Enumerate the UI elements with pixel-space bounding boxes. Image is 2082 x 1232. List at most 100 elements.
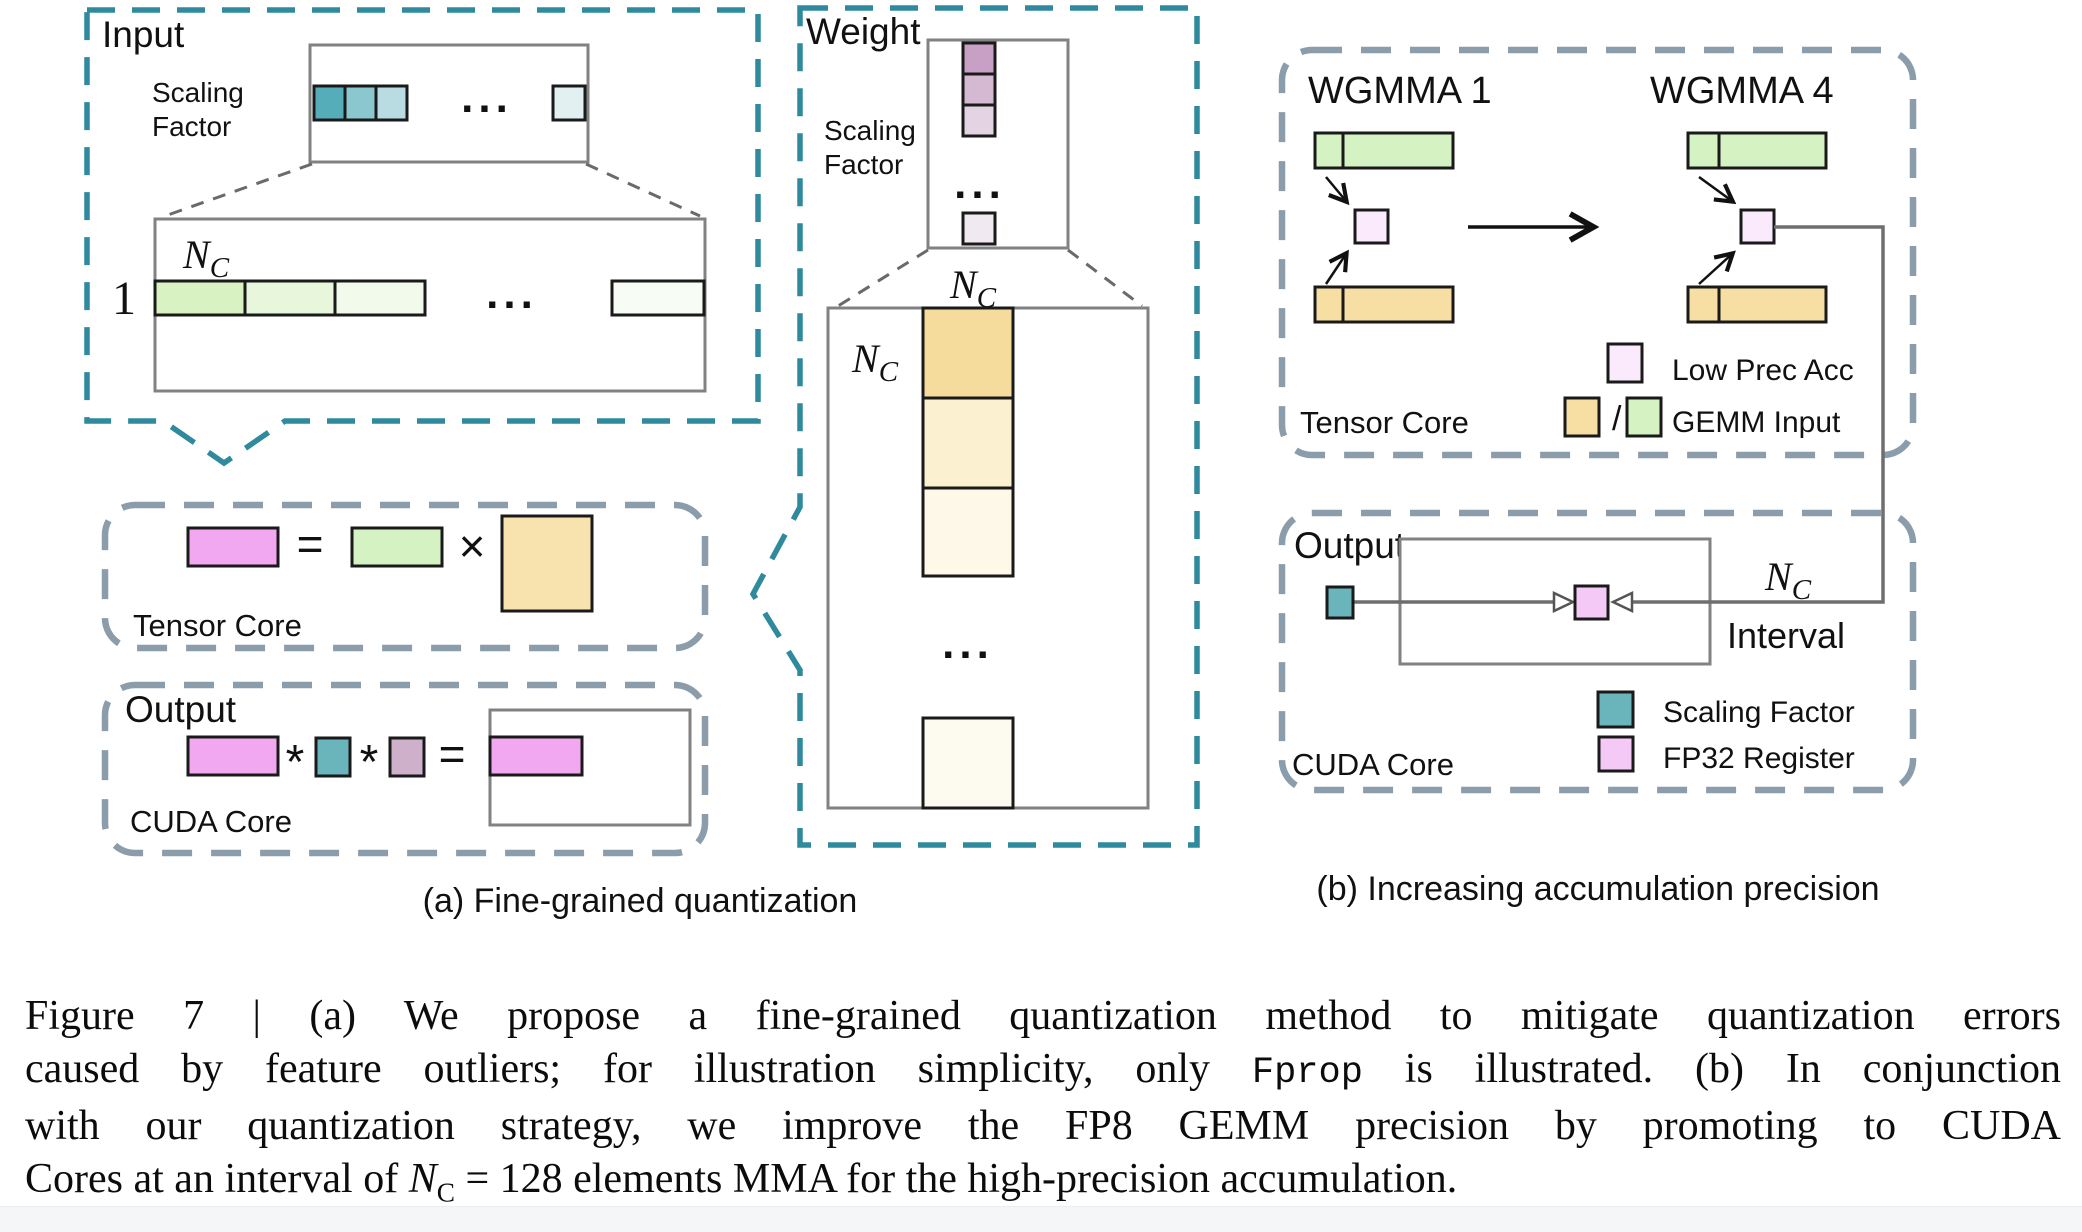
output-star-2: * [360, 736, 379, 789]
input-zoom-connector-left [164, 162, 313, 218]
input-row-ellipsis: ... [486, 269, 538, 318]
weight-scaling-cell-2 [961, 72, 997, 107]
wgmma1-label: WGMMA 1 [1308, 70, 1492, 112]
wgmma4-label: WGMMA 4 [1650, 70, 1834, 112]
scaling-factor-square [1325, 585, 1355, 620]
input-dashed-border [84, 7, 761, 467]
figure-caption: Figure 7 | (a) We propose a fine-grained… [25, 990, 2061, 1219]
legend-gemm-yellow-swatch [1563, 396, 1601, 438]
output-dashed-border [101, 681, 709, 857]
weight-col-cell-last [921, 716, 1015, 810]
input-scaling-cell-1 [312, 84, 347, 122]
output-weight-scale-square [388, 736, 426, 778]
tensor-core-times: × [459, 520, 486, 572]
wgmma4-arrow-top [1698, 175, 1732, 201]
tensor-core-panel-a: = × Tensor Core [101, 501, 709, 652]
tensor-core-input-rect [350, 526, 444, 568]
weight-scaling-factor-box [926, 38, 1070, 250]
input-row-cell-2 [243, 279, 337, 317]
promotion-path [1632, 225, 1885, 604]
legend-low-prec-swatch [1606, 342, 1644, 384]
wgmma4-yellow-input-rect [1686, 285, 1828, 324]
input-panel: Input Scaling Factor ... NC 1 ... [84, 7, 761, 467]
legend-scaling-label: Scaling Factor [1663, 696, 1855, 729]
input-scaling-cell-2 [343, 84, 378, 122]
figure-diagram: Input Scaling Factor ... NC 1 ... Weight… [84, 5, 1917, 920]
output-equals: = [439, 728, 466, 780]
wgmma4-arrow-bottom [1698, 254, 1732, 285]
output-title: Output [125, 689, 237, 730]
legend-fp32-swatch [1597, 735, 1635, 773]
panel-b-caption: (b) Increasing accumulation precision [1316, 870, 1879, 908]
input-scaling-label-line2: Factor [152, 111, 231, 142]
input-scaling-ellipsis: ... [461, 73, 513, 122]
tensor-core-label: Tensor Core [133, 608, 302, 643]
input-zoom-connector-right [585, 162, 701, 218]
wgmma1-green-input-rect [1313, 131, 1455, 170]
weight-col-cell-3 [921, 486, 1015, 578]
weight-scaling-cell-1 [961, 41, 997, 76]
tensor-core-dashed-border [101, 501, 709, 652]
weight-dashed-border [749, 5, 1200, 848]
legend-gemm-green-swatch [1625, 396, 1663, 438]
tensor-core-result-rect [186, 526, 280, 568]
promotion-arrowhead [1610, 591, 1634, 613]
wgmma1-yellow-input-rect [1313, 285, 1455, 324]
wgmma4-acc-square [1739, 208, 1776, 245]
wgmma1-arrow-top [1325, 176, 1346, 201]
weight-scaling-label-line1: Scaling [824, 115, 916, 146]
output-panel-b: Output NC Interval Scaling Factor FP32 R… [1278, 225, 1917, 794]
input-scaling-cell-3 [374, 84, 409, 122]
tensor-core-weight-rect [500, 514, 594, 613]
cuda-core-label-b: CUDA Core [1292, 747, 1454, 782]
legend-scaling-swatch [1596, 690, 1635, 729]
input-row-cell-1 [153, 279, 247, 317]
output-title-b: Output [1294, 525, 1406, 566]
input-scaling-cell-last [551, 84, 587, 122]
input-nc-label: NC [182, 232, 230, 284]
caption-line-1: Figure 7 | (a) We propose a fine-grained… [25, 993, 2061, 1039]
panel-a-caption: (a) Fine-grained quantization [423, 882, 858, 920]
interval-label: Interval [1727, 615, 1845, 656]
input-row-cell-3 [333, 279, 427, 317]
weight-col-cell-2 [921, 396, 1015, 490]
weight-nc-top-label: NC [949, 262, 997, 314]
weight-zoom-connector-left [837, 248, 929, 308]
weight-scaling-ellipsis: ... [954, 159, 1006, 208]
legend-low-prec-label: Low Prec Acc [1672, 354, 1854, 387]
caption-line-2: caused by feature outliers; for illustra… [25, 1046, 2061, 1094]
page-bottom-strip [0, 1206, 2082, 1232]
caption-nc-math: N [408, 1156, 437, 1202]
output-star-1: * [286, 736, 305, 789]
input-title: Input [102, 14, 185, 55]
fprop-code: Fprop [1251, 1052, 1363, 1094]
wgmma-dashed-border [1278, 46, 1917, 459]
caption-line-4: Cores at an interval of NC = 128 element… [25, 1156, 1458, 1208]
scaling-arrowhead [1552, 591, 1576, 613]
wgmma4-green-input-rect [1686, 131, 1828, 170]
weight-scaling-cell-3 [961, 103, 997, 138]
output-panel-a: Output * * = CUDA Core [101, 681, 709, 857]
output-input-scale-square [314, 736, 352, 778]
output-acc-rect [186, 735, 280, 777]
input-row-label: 1 [112, 272, 136, 325]
input-row-cell-last [610, 279, 706, 317]
legend-gemm-input-label: GEMM Input [1672, 406, 1841, 439]
tensor-core-equals: = [297, 518, 324, 570]
fp32-register-square [1573, 584, 1610, 621]
interval-nc-label: NC [1764, 554, 1812, 606]
weight-col-cell-1 [921, 306, 1015, 400]
legend-slash: / [1612, 400, 1622, 438]
wgmma1-arrow-bottom [1324, 254, 1346, 285]
weight-scaling-label-line2: Factor [824, 149, 903, 180]
output-result-rect [488, 735, 584, 777]
weight-zoom-connector-right [1067, 248, 1143, 308]
weight-nc-left-label: NC [851, 336, 899, 388]
weight-scaling-cell-last [961, 211, 997, 246]
weight-panel: Weight Scaling Factor ... NC NC ... [749, 5, 1200, 848]
input-scaling-factor-box [308, 43, 590, 164]
legend-fp32-label: FP32 Register [1663, 742, 1855, 775]
input-scaling-label-line1: Scaling [152, 77, 244, 108]
tensor-core-panel-b: WGMMA 1 WGMMA 4 Low Prec Acc / GEMM Inpu… [1278, 46, 1917, 459]
